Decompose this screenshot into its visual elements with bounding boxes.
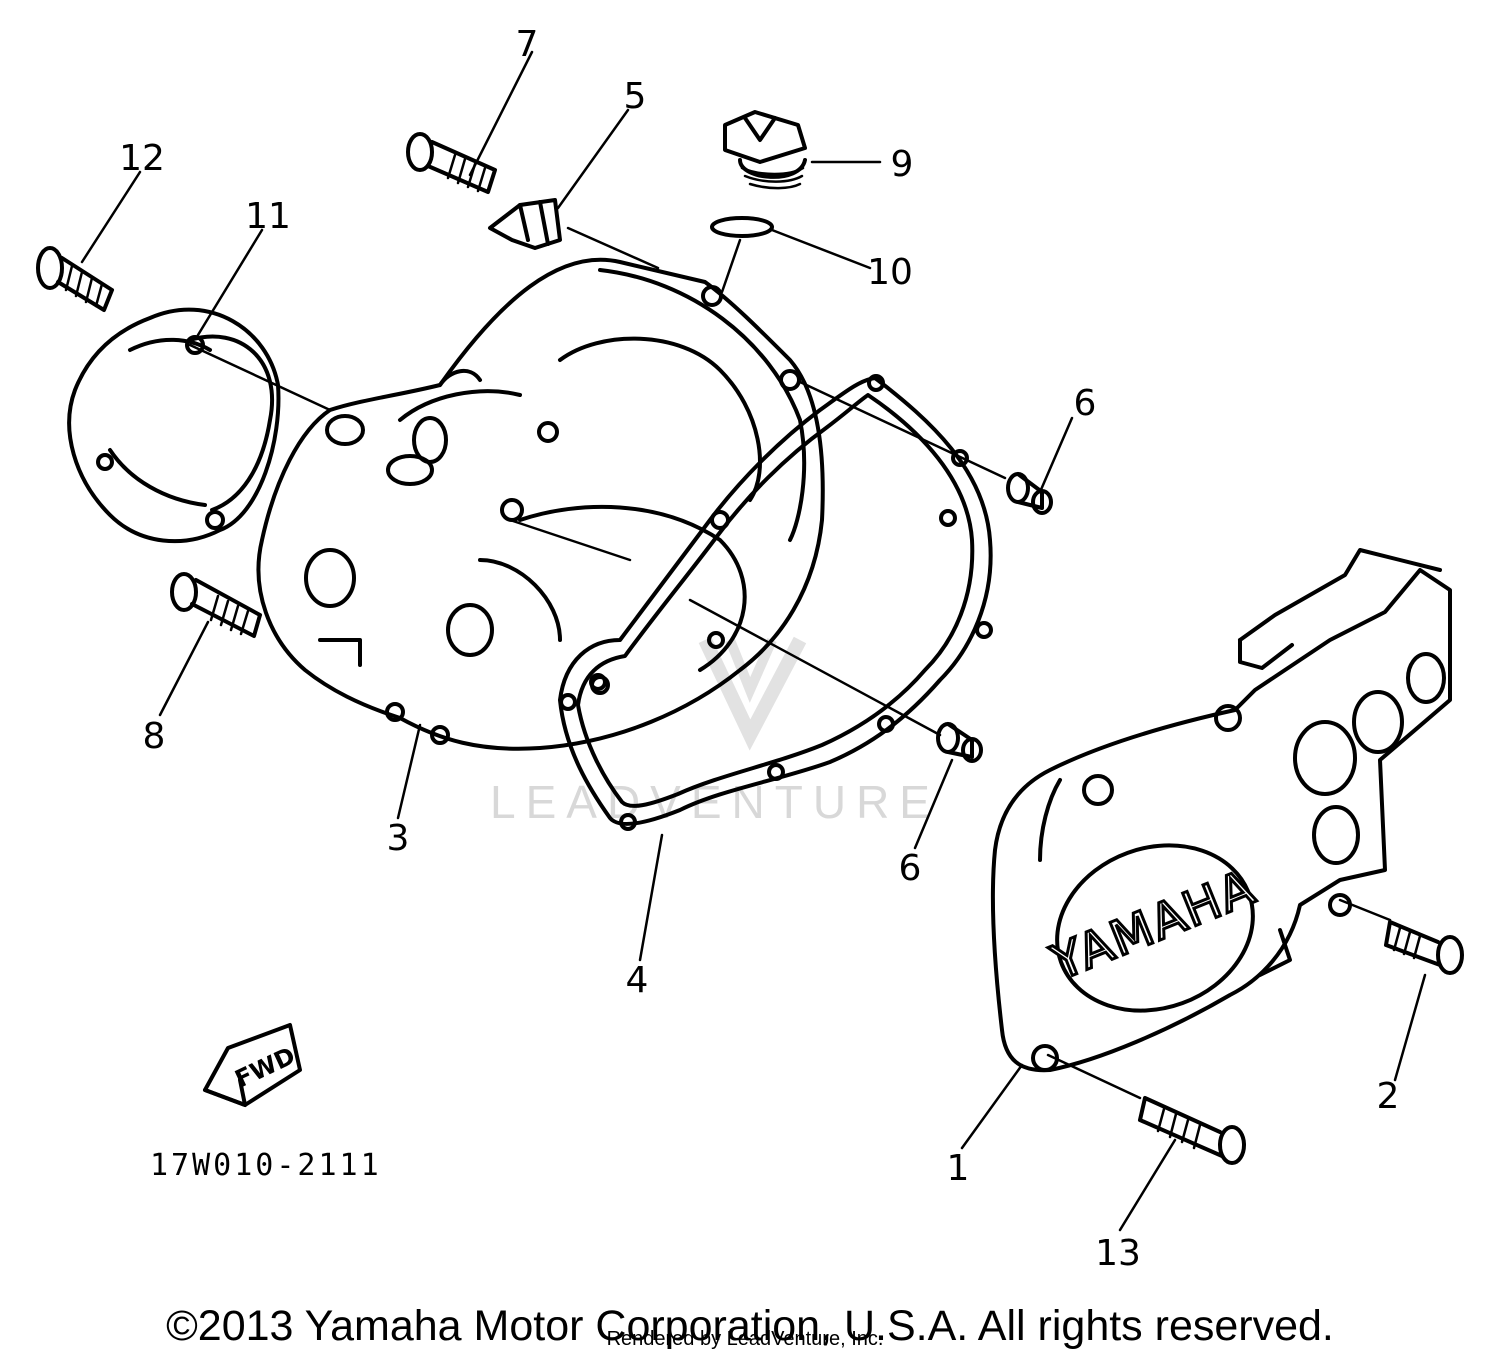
connect-10 (720, 238, 742, 294)
leader-6a (1038, 416, 1074, 494)
leader-7 (468, 50, 534, 177)
callout-12: 12 (119, 138, 165, 179)
part-5-clip (488, 198, 562, 250)
callout-6-lower: 6 (899, 848, 922, 889)
callout-7: 7 (516, 24, 539, 65)
callout-9: 9 (891, 144, 914, 185)
callout-8: 8 (143, 716, 166, 757)
callout-4: 4 (626, 960, 649, 1001)
callout-5: 5 (624, 76, 647, 117)
connect-6a (798, 380, 1007, 480)
leader-4 (638, 833, 664, 962)
part-13-screw (1138, 1096, 1246, 1165)
part-12-bolt (36, 246, 114, 312)
part-8-bolt (170, 572, 262, 638)
callout-3: 3 (387, 818, 410, 859)
part-11-cover-shell (67, 307, 281, 544)
watermark: LEADVENTURE (490, 636, 940, 828)
watermark-text: LEADVENTURE (490, 776, 940, 828)
part-10-o-ring (710, 216, 774, 238)
part-1-side-cover: YAMAHA (990, 548, 1452, 1073)
copyright-notice: ©2013 Yamaha Motor Corporation, U.S.A. A… (166, 1302, 1334, 1350)
leader-13 (1118, 1138, 1177, 1232)
part-6-dowel-upper (1006, 472, 1053, 515)
connect-13 (1046, 1053, 1142, 1100)
part-9-filler-plug (723, 110, 807, 190)
rendered-by-credit: Rendered by LeadVenture, Inc. (607, 1328, 884, 1350)
callout-13: 13 (1095, 1233, 1141, 1274)
callout-labels: 1 2 3 4 5 6 6 7 8 9 10 11 12 13 (119, 24, 1399, 1274)
leader-2 (1393, 973, 1427, 1082)
connect-6b (688, 598, 942, 737)
connect-5 (566, 226, 660, 270)
callout-2: 2 (1377, 1076, 1400, 1117)
connect-11 (188, 343, 332, 412)
part-2-screw (1384, 920, 1464, 975)
leader-6b (913, 758, 954, 850)
callout-6-upper: 6 (1074, 383, 1097, 424)
fwd-label: FWD (231, 1042, 300, 1094)
diagram-part-code: 17W010-2111 (150, 1148, 382, 1183)
part-4-gasket (558, 374, 993, 831)
connect-8 (508, 518, 632, 562)
callout-1: 1 (947, 1148, 970, 1189)
fwd-indicator: FWD (203, 1023, 302, 1107)
callout-10: 10 (867, 252, 913, 293)
part-6-dowel-lower (936, 722, 983, 763)
leader-10 (770, 228, 872, 270)
leader-11 (196, 228, 264, 337)
callout-11: 11 (245, 196, 291, 237)
leader-8 (158, 620, 210, 717)
leader-12 (80, 170, 142, 264)
leader-5 (556, 108, 630, 210)
leader-1 (960, 1063, 1024, 1150)
part-3-crankcase-cover (256, 257, 825, 751)
leader-3 (396, 723, 422, 820)
part-7-bolt (406, 132, 497, 194)
